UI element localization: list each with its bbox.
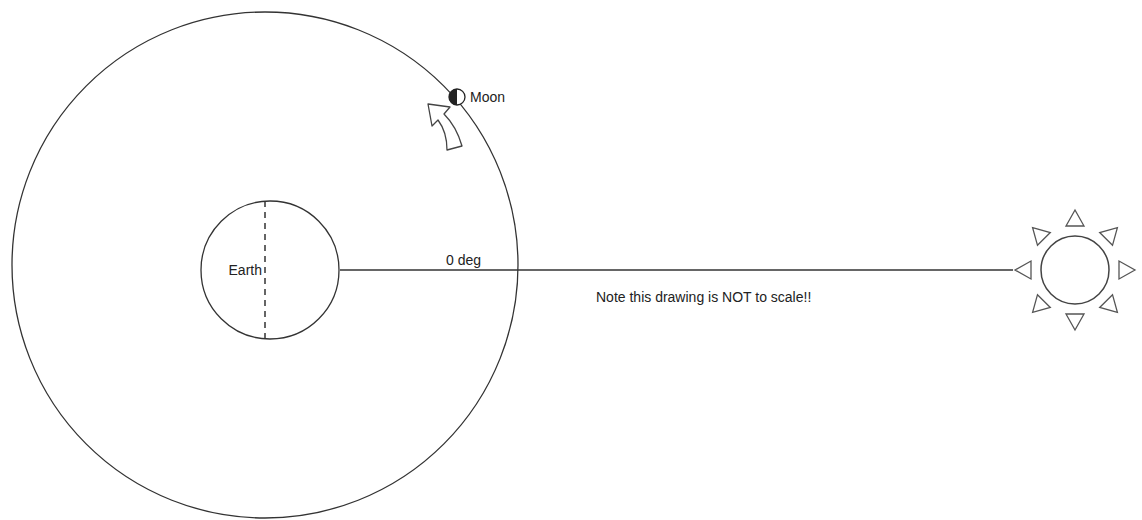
sun-ray — [1033, 295, 1051, 313]
earth-sun-line — [340, 269, 1013, 270]
sun-ray — [1015, 261, 1031, 279]
sun-ray — [1066, 210, 1084, 226]
earth-axis — [264, 201, 266, 339]
sun-ray — [1100, 295, 1118, 313]
diagram-label: Moon — [468, 89, 507, 106]
note-text: Note this drawing is NOT to scale!! — [594, 289, 813, 306]
direction-arrow — [428, 104, 462, 150]
sun-ray — [1100, 228, 1118, 246]
sun-symbol — [1015, 210, 1135, 330]
sun-ray — [1066, 314, 1084, 330]
diagram-label: 0 deg — [444, 252, 483, 269]
moon-symbol — [449, 89, 465, 105]
sun-ray — [1119, 261, 1135, 279]
sun-ray — [1033, 228, 1051, 246]
earth-circle: Earth — [200, 200, 340, 340]
moon-orbit — [12, 12, 518, 518]
earth-outline — [200, 200, 340, 340]
node-label: Earth — [229, 262, 262, 279]
